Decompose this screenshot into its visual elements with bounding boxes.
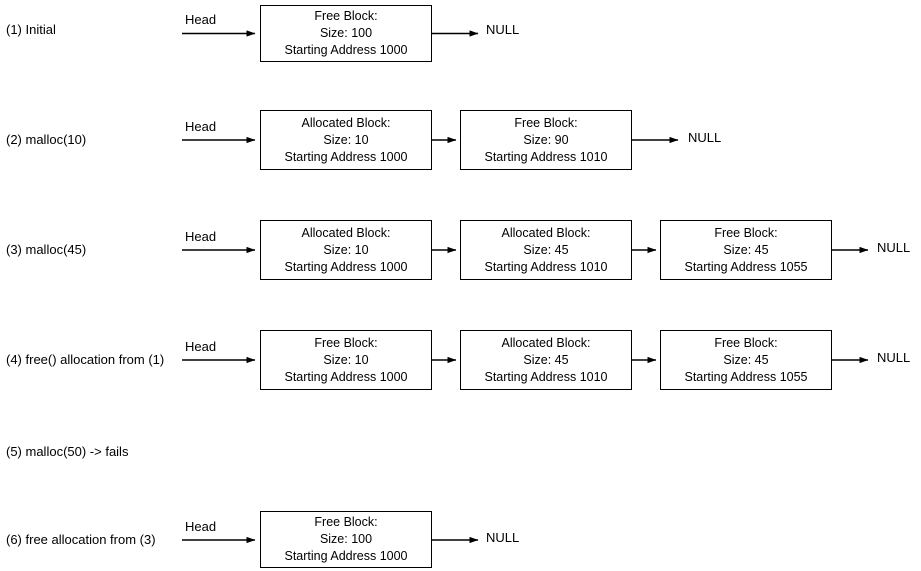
head-label-1: Head — [185, 12, 217, 27]
head-label-3: Head — [185, 229, 217, 244]
head-label-4: Head — [185, 339, 217, 354]
block-step6-0[interactable]: Free Block: Size: 100 Starting Address 1… — [260, 511, 432, 568]
null-label-1: NULL — [486, 22, 520, 37]
block-address: Starting Address 1000 — [284, 549, 408, 563]
block-type: Free Block: — [314, 9, 378, 23]
block-address: Starting Address 1000 — [284, 149, 408, 164]
block-type: Allocated Block: — [301, 225, 391, 240]
head-label-6: Head — [185, 519, 217, 534]
block-step3-2[interactable]: Free Block: Size: 45 Starting Address 10… — [660, 220, 832, 280]
block-size: Size: 100 — [319, 532, 373, 546]
block-step3-1[interactable]: Allocated Block: Size: 45 Starting Addre… — [460, 220, 632, 280]
block-type: Free Block: — [314, 335, 378, 350]
block-step2-0[interactable]: Allocated Block: Size: 10 Starting Addre… — [260, 110, 432, 170]
block-step1-0[interactable]: Free Block: Size: 100 Starting Address 1… — [260, 5, 432, 62]
block-address: Starting Address 1000 — [284, 43, 408, 57]
block-size: Size: 90 — [523, 132, 569, 147]
null-label-3: NULL — [877, 240, 911, 255]
block-type: Allocated Block: — [501, 225, 591, 240]
block-size: Size: 45 — [523, 242, 569, 257]
block-step4-1[interactable]: Allocated Block: Size: 45 Starting Addre… — [460, 330, 632, 390]
step-label-6: (6) free allocation from (3) — [6, 532, 156, 547]
block-type: Allocated Block: — [301, 115, 391, 130]
block-size: Size: 45 — [723, 242, 769, 257]
null-label-4: NULL — [877, 350, 911, 365]
step-label-5: (5) malloc(50) -> fails — [6, 444, 129, 459]
block-type: Free Block: — [714, 225, 778, 240]
block-address: Starting Address 1000 — [284, 369, 408, 384]
block-address: Starting Address 1010 — [484, 369, 608, 384]
block-address: Starting Address 1010 — [484, 259, 608, 274]
null-label-6: NULL — [486, 530, 520, 545]
block-size: Size: 10 — [323, 352, 369, 367]
step-label-2: (2) malloc(10) — [6, 132, 87, 147]
step-label-4: (4) free() allocation from (1) — [6, 352, 165, 367]
block-type: Allocated Block: — [501, 335, 591, 350]
block-step4-2[interactable]: Free Block: Size: 45 Starting Address 10… — [660, 330, 832, 390]
block-type: Free Block: — [714, 335, 778, 350]
block-type: Free Block: — [314, 515, 378, 529]
block-size: Size: 45 — [723, 352, 769, 367]
block-size: Size: 45 — [523, 352, 569, 367]
block-type: Free Block: — [514, 115, 578, 130]
block-size: Size: 10 — [323, 242, 369, 257]
step-label-3: (3) malloc(45) — [6, 242, 87, 257]
block-step3-0[interactable]: Allocated Block: Size: 10 Starting Addre… — [260, 220, 432, 280]
block-size: Size: 10 — [323, 132, 369, 147]
block-address: Starting Address 1055 — [684, 369, 808, 384]
block-address: Starting Address 1055 — [684, 259, 808, 274]
step-label-1: (1) Initial — [6, 22, 56, 37]
block-size: Size: 100 — [319, 26, 373, 40]
block-address: Starting Address 1000 — [284, 259, 408, 274]
block-step4-0[interactable]: Free Block: Size: 10 Starting Address 10… — [260, 330, 432, 390]
null-label-2: NULL — [688, 130, 722, 145]
head-label-2: Head — [185, 119, 217, 134]
block-address: Starting Address 1010 — [484, 149, 608, 164]
block-step2-1[interactable]: Free Block: Size: 90 Starting Address 10… — [460, 110, 632, 170]
